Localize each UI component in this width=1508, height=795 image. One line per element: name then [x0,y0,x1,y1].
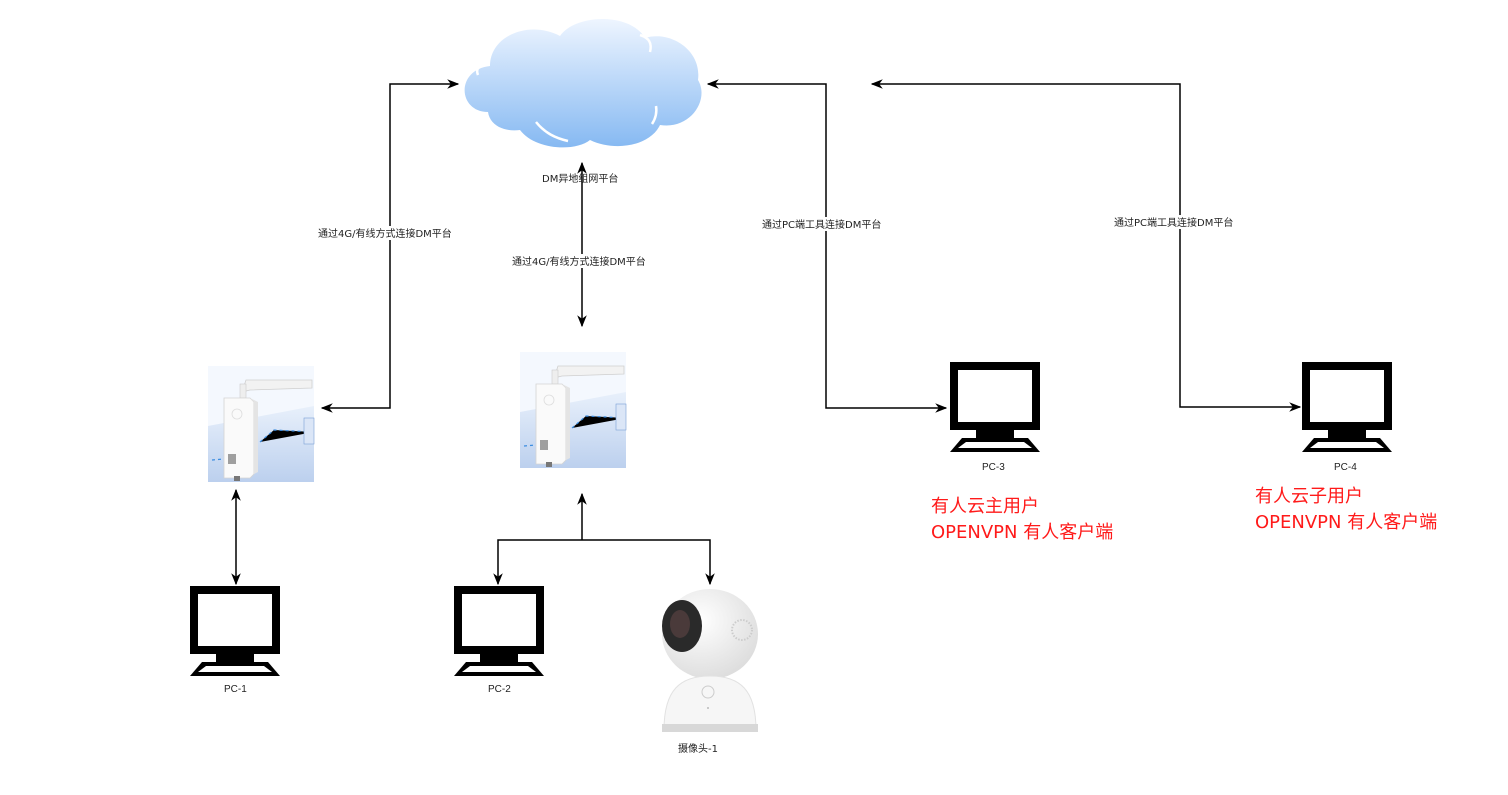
pc3-connection-label: 通过PC端工具连接DM平台 [762,218,881,231]
connector-lan-pc2 [493,539,582,586]
camera-icon [662,589,758,732]
router1-icon [207,365,315,483]
cloud-label: DM异地组网平台 [542,172,618,185]
router2-connection-label: 通过4G/有线方式连接DM平台 [512,255,646,268]
pc1-label: PC-1 [224,684,247,695]
pc4-note-line2: OPENVPN 有人客户端 [1255,512,1438,533]
pc4-note-line1: 有人云子用户 [1255,486,1363,507]
connector-pc3-cloud [706,79,948,413]
pc3-note: 有人云主用户 OPENVPN 有人客户端 [931,494,1113,546]
connector-lan-camera [582,539,715,586]
pc4-connection-label: 通过PC端工具连接DM平台 [1114,216,1233,229]
connector-pc4-cloud [870,79,1302,412]
pc3-label: PC-3 [982,462,1005,473]
router2-icon [519,351,627,469]
pc3-note-line1: 有人云主用户 [931,496,1039,517]
pc2-label: PC-2 [488,684,511,695]
router1-connection-label: 通过4G/有线方式连接DM平台 [318,227,452,240]
connector-router1-cloud [320,79,460,413]
pc2-icon [454,590,544,676]
pc3-icon [950,366,1040,452]
pc1-icon [190,590,280,676]
camera-label: 摄像头-1 [678,742,718,755]
pc4-note: 有人云子用户 OPENVPN 有人客户端 [1255,484,1437,536]
pc4-label: PC-4 [1334,462,1357,473]
pc4-icon [1302,366,1392,452]
cloud-icon [464,19,702,148]
pc3-note-line2: OPENVPN 有人客户端 [931,522,1114,543]
